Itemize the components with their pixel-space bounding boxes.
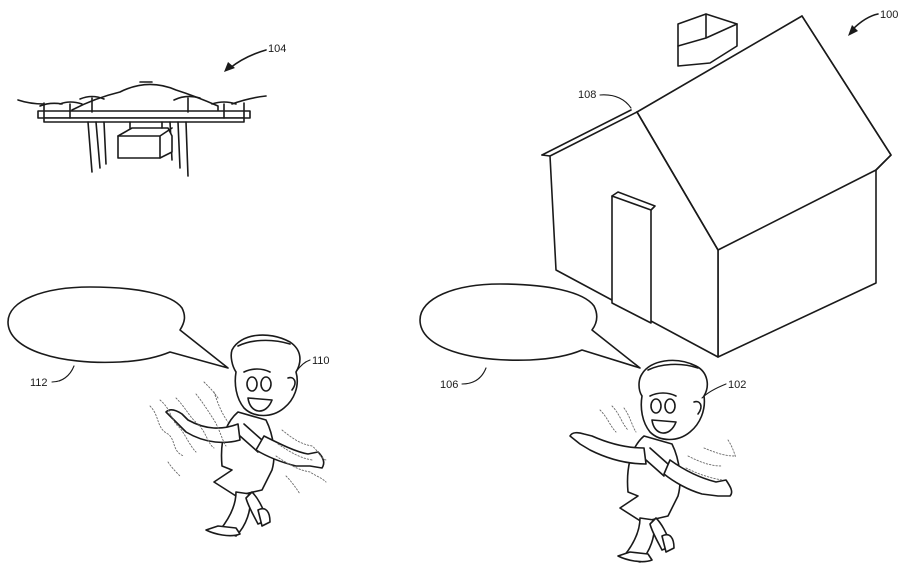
leader-lines <box>51 13 879 399</box>
drone-body <box>71 83 219 115</box>
leader-108 <box>599 94 632 109</box>
user-shoe-left <box>617 551 653 563</box>
house <box>541 13 892 358</box>
leader-112 <box>51 365 75 383</box>
door <box>611 195 652 324</box>
rotor-left-inner <box>59 101 83 119</box>
label-uav: 104 <box>268 43 286 55</box>
label-house: 108 <box>578 89 596 101</box>
arrow-100 <box>851 13 879 31</box>
rotor-center-left <box>79 95 105 113</box>
label-system: 100 <box>880 9 898 21</box>
leader-110 <box>295 359 311 373</box>
rotor-right-outer <box>231 95 267 119</box>
label-other-person: 110 <box>312 355 330 367</box>
arrow-104 <box>229 49 267 69</box>
speech-bubble-other <box>7 286 229 369</box>
uav <box>17 81 267 177</box>
rotor-center-right <box>173 95 201 113</box>
leader-106 <box>461 367 487 385</box>
label-other-speech: 112 <box>30 377 48 389</box>
user <box>569 359 737 563</box>
user-shoe-right <box>661 533 675 553</box>
other-person <box>149 334 327 537</box>
speech-bubble-user <box>419 283 641 369</box>
drone-leg-left <box>87 121 107 173</box>
shoe-right <box>257 507 271 527</box>
label-user: 102 <box>728 379 746 391</box>
arrowhead-104 <box>224 62 235 72</box>
label-user-speech: 106 <box>440 379 458 391</box>
arrowhead-100 <box>848 25 858 36</box>
leader-102 <box>701 383 727 399</box>
shoe-left <box>205 525 241 537</box>
